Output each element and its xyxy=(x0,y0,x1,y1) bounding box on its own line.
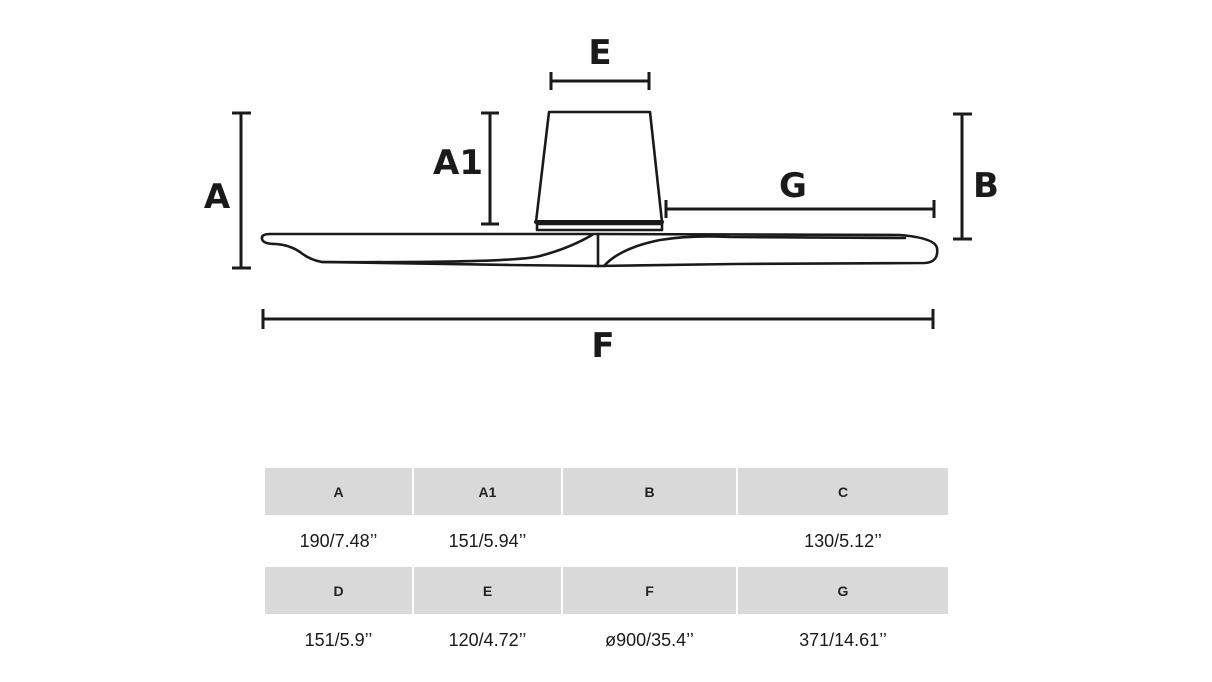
value-cell-e: 120/4.72’’ xyxy=(448,629,527,650)
fan-blade-left xyxy=(260,232,600,268)
dimension-f: F xyxy=(261,309,935,366)
table-header-row: A A1 B C xyxy=(265,468,948,515)
table-header-row: D E F G xyxy=(265,567,948,614)
header-cell-f: F xyxy=(563,567,736,614)
dimension-a1: A1 xyxy=(433,111,499,226)
fan-blade-right xyxy=(596,232,939,268)
value-cell-a: 190/7.48’’ xyxy=(299,530,378,551)
label-e: E xyxy=(588,33,611,73)
header-cell-a1: A1 xyxy=(414,468,561,515)
label-f: F xyxy=(591,326,614,366)
dimension-a: A xyxy=(204,111,251,270)
fan-dimension-diagram: E A A1 B G F xyxy=(204,33,999,366)
header-cell-e: E xyxy=(414,567,561,614)
value-cell-d: 151/5.9’’ xyxy=(304,629,373,650)
header-cell-c: C xyxy=(738,468,948,515)
label-g: G xyxy=(779,166,807,206)
value-cell-g: 371/14.61’’ xyxy=(799,629,887,650)
dimension-b: B xyxy=(953,112,999,241)
dimensions-table: A A1 B C 190/7.48’’ 151/5.94’’ 130/5.12’… xyxy=(263,468,950,666)
value-cell-c: 130/5.12’’ xyxy=(804,530,882,551)
value-cell-a1: 151/5.94’’ xyxy=(448,530,527,551)
label-b: B xyxy=(973,166,999,206)
table-value-row: 190/7.48’’ 151/5.94’’ 130/5.12’’ xyxy=(265,515,948,567)
fan-motor-housing xyxy=(534,110,664,232)
value-cell-b xyxy=(563,515,736,567)
dimension-g: G xyxy=(664,166,936,218)
label-a: A xyxy=(204,177,231,217)
value-cell-f: ø900/35.4’’ xyxy=(605,629,694,650)
header-cell-g: G xyxy=(738,567,948,614)
dimension-e: E xyxy=(549,33,651,90)
table-value-row: 151/5.9’’ 120/4.72’’ ø900/35.4’’ 371/14.… xyxy=(265,614,948,666)
header-cell-d: D xyxy=(265,567,412,614)
header-cell-a: A xyxy=(265,468,412,515)
header-cell-b: B xyxy=(563,468,736,515)
label-a1: A1 xyxy=(433,143,483,183)
